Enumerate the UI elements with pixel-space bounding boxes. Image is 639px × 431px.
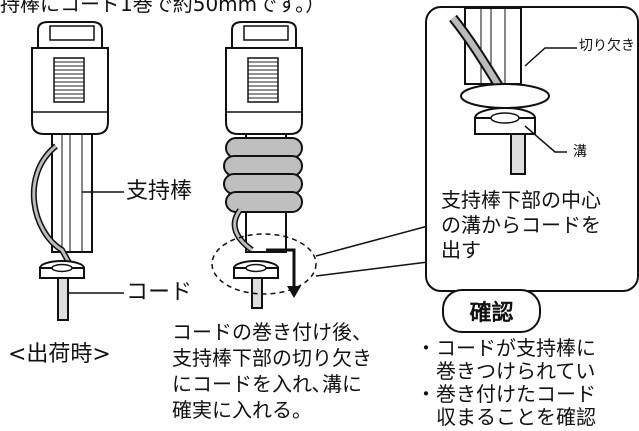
label-support-rod: 支持棒	[126, 179, 193, 204]
inset-detail-box: 切り欠き 溝 支持棒下部の中心 の溝からコードを 出す	[425, 6, 639, 292]
label-notch: 切り欠き	[579, 38, 635, 54]
confirm-line-3: ・巻き付けたコード	[416, 382, 596, 406]
left-caption-shipping: <出荷時>	[8, 342, 111, 367]
middle-caption-line-3: にコードを入れ､溝に	[172, 372, 362, 396]
confirm-heading: 確認	[442, 289, 541, 333]
inset-note-line-2: の溝からコードを	[441, 213, 601, 237]
middle-caption-line-4: 確実に入れる。	[172, 398, 312, 422]
label-groove: 溝	[573, 144, 587, 160]
header-text: 持棒にコード1巻で約50mmです。）	[0, 0, 326, 16]
left-socket-figure	[30, 21, 124, 321]
middle-caption-line-1: コードの巻き付け後、	[172, 320, 372, 344]
middle-caption-line-2: 支持棒下部の切り欠き	[172, 346, 372, 370]
confirm-line-1: ・コードが支持棒に	[416, 336, 596, 360]
confirm-line-4: 収まることを確認	[416, 405, 596, 429]
inset-note-line-1: 支持棒下部の中心	[441, 188, 601, 212]
middle-socket-figure	[211, 21, 429, 309]
inset-note-line-3: 出す	[441, 238, 481, 262]
confirm-line-2: 巻きつけられてい	[416, 359, 596, 383]
label-cord: コード	[126, 280, 193, 305]
inset-detail-drawing	[449, 8, 577, 175]
